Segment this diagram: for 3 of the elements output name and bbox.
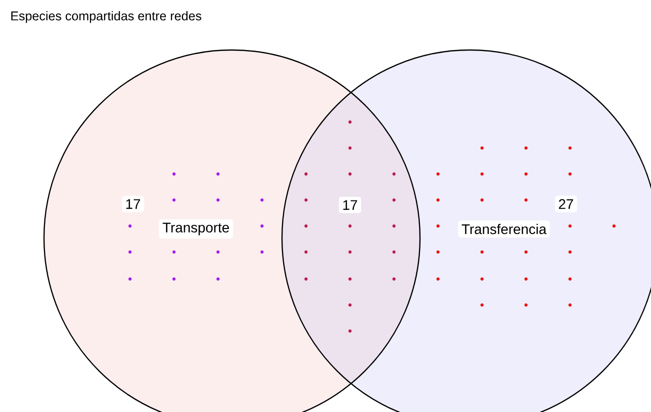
set-label: Transporte [159, 219, 233, 239]
chart-title: Especies compartidas entre redes [11, 11, 202, 23]
set-label: Transferencia [458, 220, 550, 238]
